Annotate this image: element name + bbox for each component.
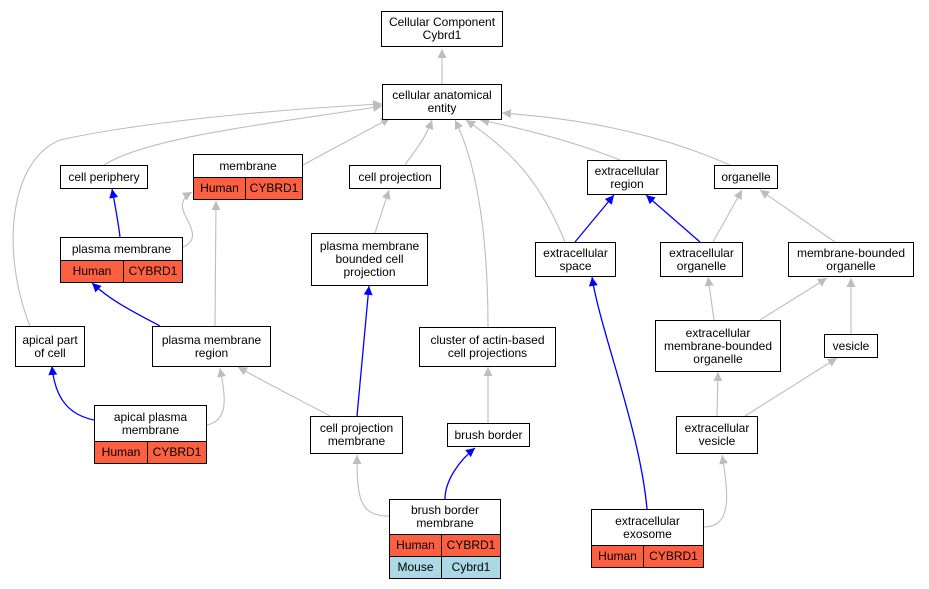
node-label: plasma membrane region bbox=[161, 332, 262, 360]
node-label: organelle bbox=[721, 169, 771, 184]
species-label: Human bbox=[72, 264, 112, 278]
edge-part_of-apical-plasma-membrane-to-apical-part-of-cell bbox=[48, 365, 95, 421]
annotation-row-human: Human CYBRD1 bbox=[61, 260, 182, 282]
node-extracellular-vesicle[interactable]: extracellular vesicle bbox=[676, 416, 758, 454]
edge-part_of-extracellular-exosome-to-extracellular-space bbox=[588, 276, 648, 510]
edge-part_of-brush-border-membrane-to-brush-border bbox=[444, 447, 476, 500]
node-label: extracellular vesicle bbox=[684, 421, 750, 448]
node-label: brush border membrane bbox=[410, 503, 480, 530]
node-label: extracellular organelle bbox=[669, 245, 734, 273]
edge-is_a-extracellular-vesicle-to-ec-membrane-bounded-organelle bbox=[713, 371, 723, 417]
node-ec-membrane-bounded-organelle[interactable]: extracellular membrane-bounded organelle bbox=[655, 320, 781, 372]
annotation-row-human: Human CYBRD1 bbox=[592, 545, 703, 567]
gene-label: CYBRD1 bbox=[441, 535, 500, 556]
node-pm-bounded-cell-projection[interactable]: plasma membrane bounded cell projection bbox=[311, 233, 428, 286]
node-label: cellular anatomical entity bbox=[392, 88, 492, 115]
node-plasma-membrane-region[interactable]: plasma membrane region bbox=[152, 326, 271, 367]
node-cell-projection[interactable]: cell projection bbox=[349, 165, 441, 189]
node-label: extracellular space bbox=[543, 245, 608, 273]
node-organelle[interactable]: organelle bbox=[714, 165, 778, 189]
edge-is_a-extracellular-space-to-cellular-anatomical-entity bbox=[465, 119, 566, 243]
node-label: membrane-bounded organelle bbox=[796, 245, 906, 273]
edge-is_a-cell-projection-membrane-to-plasma-membrane-region bbox=[237, 366, 331, 417]
species-label: Human bbox=[101, 445, 141, 459]
edge-is_a-plasma-membrane-region-to-membrane bbox=[211, 200, 221, 327]
edge-is_a-ec-membrane-bounded-organelle-to-membrane-bounded-organelle bbox=[759, 277, 828, 321]
node-label: extracellular exosome bbox=[615, 513, 680, 541]
annotation-row-human: Human CYBRD1 bbox=[194, 177, 302, 199]
node-cluster-actin-projections[interactable]: cluster of actin-based cell projections bbox=[419, 327, 556, 367]
edge-part_of-plasma-membrane-region-to-plasma-membrane bbox=[91, 282, 161, 327]
edge-is_a-plasma-membrane-to-membrane bbox=[181, 191, 193, 248]
edge-is_a-apical-plasma-membrane-to-plasma-membrane-region bbox=[206, 367, 227, 426]
node-label: plasma membrane bbox=[71, 241, 172, 256]
species-label: Human bbox=[396, 538, 435, 552]
node-label: cell periphery bbox=[68, 169, 140, 184]
gene-label: Cybrd1 bbox=[441, 557, 500, 578]
node-cellular-anatomical-entity[interactable]: cellular anatomical entity bbox=[382, 84, 502, 120]
gene-label: CYBRD1 bbox=[245, 178, 302, 199]
gene-label: CYBRD1 bbox=[123, 261, 182, 282]
edge-is_a-ec-membrane-bounded-organelle-to-extracellular-organelle bbox=[704, 276, 715, 321]
node-label: vesicle bbox=[832, 338, 870, 353]
node-brush-border[interactable]: brush border bbox=[447, 423, 530, 447]
gene-label: CYBRD1 bbox=[643, 546, 703, 567]
node-label: cell projection membrane bbox=[319, 421, 394, 448]
gene-label: CYBRD1 bbox=[147, 442, 206, 463]
node-extracellular-region[interactable]: extracellular region bbox=[587, 160, 667, 195]
node-cell-periphery[interactable]: cell periphery bbox=[60, 165, 148, 189]
edge-part_of-plasma-membrane-to-cell-periphery bbox=[109, 188, 121, 238]
edge-is_a-extracellular-vesicle-to-vesicle bbox=[744, 357, 838, 417]
edge-is_a-pm-bounded-cell-projection-to-cell-projection bbox=[374, 189, 391, 234]
edge-part_of-cell-projection-membrane-to-pm-bounded-cell-projection bbox=[356, 285, 373, 417]
node-label: extracellular membrane-bounded organelle bbox=[663, 325, 773, 366]
node-label: Cellular Component Cybrd1 bbox=[388, 15, 496, 42]
edge-is_a-cell-projection-to-cellular-anatomical-entity bbox=[404, 119, 434, 166]
species-label: Human bbox=[598, 549, 637, 563]
node-label: brush border bbox=[454, 427, 523, 442]
node-cell-projection-membrane[interactable]: cell projection membrane bbox=[310, 416, 403, 454]
species-label: Mouse bbox=[397, 560, 434, 574]
edge-is_a-membrane-to-cellular-anatomical-entity bbox=[302, 117, 391, 166]
edge-is_a-extracellular-organelle-to-organelle bbox=[712, 189, 743, 243]
species-label: Human bbox=[200, 181, 239, 195]
edge-is_a-brush-border-membrane-to-cell-projection-membrane bbox=[352, 454, 390, 517]
edge-is_a-organelle-to-cellular-anatomical-entity bbox=[501, 109, 731, 166]
edge-is_a-extracellular-exosome-to-extracellular-vesicle bbox=[703, 454, 729, 528]
edge-part_of-extracellular-space-to-extracellular-region bbox=[574, 194, 615, 243]
node-label: cluster of actin-based cell projections bbox=[430, 333, 545, 360]
node-label: apical plasma membrane bbox=[113, 409, 188, 437]
annotation-row-human: Human CYBRD1 bbox=[95, 441, 206, 463]
node-label: apical part of cell bbox=[22, 332, 78, 360]
node-label: extracellular region bbox=[594, 163, 660, 191]
edge-is_a-extracellular-region-to-cellular-anatomical-entity bbox=[479, 117, 621, 161]
edge-is_a-apical-part-of-cell-to-cellular-anatomical-entity bbox=[12, 99, 383, 327]
node-membrane-bounded-organelle[interactable]: membrane-bounded organelle bbox=[788, 242, 914, 277]
node-label: membrane bbox=[219, 158, 277, 173]
node-extracellular-organelle[interactable]: extracellular organelle bbox=[660, 242, 743, 277]
edge-is_a-cluster-actin-projections-to-cellular-anatomical-entity bbox=[454, 119, 489, 328]
annotation-row-mouse: Mouse Cybrd1 bbox=[390, 556, 500, 578]
node-label: plasma membrane bounded cell projection bbox=[319, 239, 420, 279]
edge-is_a-cell-periphery-to-cellular-anatomical-entity bbox=[103, 103, 383, 166]
edge-part_of-extracellular-organelle-to-extracellular-region bbox=[645, 194, 701, 243]
annotation-row-human: Human CYBRD1 bbox=[390, 534, 500, 556]
node-label: cell projection bbox=[358, 169, 432, 184]
node-apical-part-of-cell[interactable]: apical part of cell bbox=[15, 326, 85, 367]
node-vesicle[interactable]: vesicle bbox=[824, 334, 878, 358]
node-extracellular-space[interactable]: extracellular space bbox=[535, 242, 616, 277]
node-cc-root[interactable]: Cellular Component Cybrd1 bbox=[381, 11, 503, 47]
edge-is_a-membrane-bounded-organelle-to-organelle bbox=[759, 189, 836, 243]
